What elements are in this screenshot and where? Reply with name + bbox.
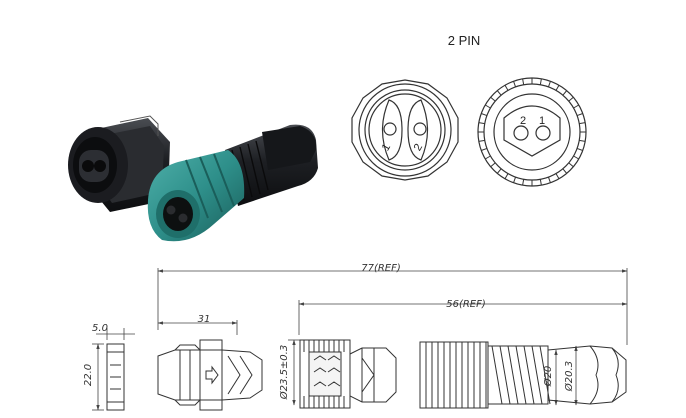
knurl-tooth — [484, 104, 491, 109]
knurl-tooth — [484, 155, 491, 160]
knurl-tooth — [522, 179, 525, 186]
rear-end-view — [477, 77, 587, 187]
knurl-tooth — [478, 139, 485, 142]
knurl-tooth — [513, 176, 517, 183]
front-pin-1-label: 1 — [380, 142, 393, 153]
body-twist-groove — [491, 345, 503, 405]
knurl-tooth — [579, 122, 586, 125]
knurl-tooth — [522, 78, 525, 85]
dimension-lines — [92, 268, 628, 411]
knurl-tooth — [568, 162, 574, 168]
body-twist-groove — [499, 345, 511, 405]
body-twist-groove — [515, 345, 527, 405]
rear-pin-2-label: 2 — [520, 115, 526, 127]
knurl-tooth — [504, 84, 509, 91]
knurl-tooth — [496, 90, 502, 96]
plug-photo — [147, 124, 318, 242]
knurl-tooth — [576, 113, 583, 117]
knurl-tooth — [513, 81, 517, 88]
knurl-tooth — [573, 104, 580, 109]
dim-flange-thickness: 5.0 — [92, 323, 108, 334]
dim-coupling-diameter: Ø23.5±0.3 — [278, 345, 290, 400]
flange-side-view — [106, 343, 125, 411]
dim-socket-length: 31 — [198, 314, 211, 325]
knurl-tooth — [490, 96, 496, 102]
diagram-title: 2 PIN — [448, 33, 481, 48]
knurl-tooth — [490, 162, 496, 168]
dim-cable-diameter: Ø20.3 — [563, 361, 575, 392]
knurl-tooth — [555, 173, 560, 180]
body-twist-groove — [531, 345, 543, 405]
knurl-tooth — [481, 147, 488, 151]
knurl-tooth — [481, 113, 488, 117]
knurl-tooth — [555, 84, 560, 91]
rear-pin-1-label: 1 — [539, 115, 545, 127]
knurl-tooth — [496, 168, 502, 174]
socket-side-view — [157, 339, 263, 411]
knurl-tooth — [576, 147, 583, 151]
plug-body-side-view — [419, 341, 627, 409]
knurl-tooth — [547, 81, 551, 88]
body-twist-groove — [507, 345, 519, 405]
knurl-tooth — [573, 155, 580, 160]
socket-photo — [68, 115, 170, 212]
knurl-tooth — [568, 96, 574, 102]
dim-flange-height: 22.0 — [83, 364, 94, 386]
knurl-tooth — [504, 173, 509, 180]
knurl-tooth — [562, 90, 568, 96]
dim-overall-length: 77(REF) — [361, 263, 401, 274]
front-pin-2-label: 2 — [412, 142, 425, 153]
knurl-tooth — [579, 139, 586, 142]
body-twist-groove — [523, 345, 535, 405]
front-end-view — [351, 79, 459, 181]
dim-plug-length: 56(REF) — [446, 299, 486, 310]
knurl-tooth — [539, 78, 542, 85]
plug-side-view — [299, 339, 397, 409]
knurl-tooth — [547, 176, 551, 183]
knurl-tooth — [562, 168, 568, 174]
knurl-tooth — [478, 122, 485, 125]
knurl-tooth — [539, 179, 542, 186]
